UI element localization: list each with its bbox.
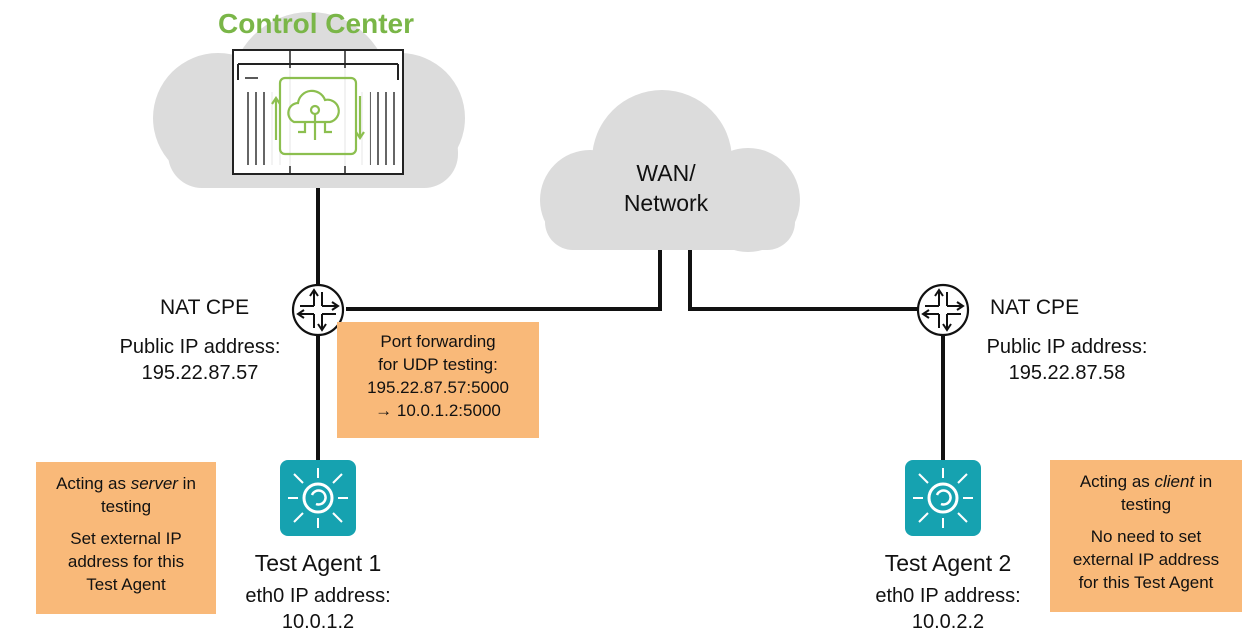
right-cpe-label: NAT CPE [990, 296, 1080, 319]
server-note-prefix: Acting as [56, 474, 131, 493]
right-cpe-ip-value: 195.22.87.58 [1008, 362, 1126, 384]
server-note-line5: Test Agent [86, 575, 166, 594]
client-note-line4: external IP address [1072, 550, 1220, 569]
client-note-line1: Acting as client in [1050, 470, 1242, 493]
client-role-note: Acting as client in testing No need to s… [1050, 460, 1242, 612]
wan-label-line1: WAN/ [636, 160, 696, 186]
client-note-line5: for this Test Agent [1078, 573, 1214, 592]
left-cpe-ip-block: Public IP address: 195.22.87.57 [105, 334, 295, 386]
wan-cloud [540, 90, 800, 252]
connection-lines [316, 170, 945, 460]
client-note-line3: No need to set [1090, 527, 1202, 546]
cloud-control-icon [271, 76, 365, 156]
port-forwarding-line1: Port forwarding [380, 332, 496, 351]
agent2-ip-block: eth0 IP address: 10.0.2.2 [848, 583, 1048, 635]
wan-label: WAN/ Network [596, 158, 736, 218]
server-note-suffix: in [177, 474, 196, 493]
control-center-title: Control Center [218, 8, 414, 39]
port-forwarding-line2: for UDP testing: [378, 355, 498, 374]
left-cpe-ip-label: Public IP address: [119, 336, 281, 358]
test-agent-1-icon [280, 460, 356, 536]
agent1-ip-block: eth0 IP address: 10.0.1.2 [218, 583, 418, 635]
server-role-note: Acting as server in testing Set external… [36, 462, 216, 614]
left-cpe-ip-value: 195.22.87.57 [141, 362, 259, 384]
server-note-role: server [130, 474, 178, 493]
right-router-icon [916, 283, 970, 337]
port-forwarding-line3: 195.22.87.57:5000 [367, 378, 509, 397]
server-note-line2: testing [100, 497, 152, 516]
link-wan-to-right-cpe [688, 248, 918, 311]
agent2-name: Test Agent 2 [884, 550, 1012, 576]
right-cpe-ip-block: Public IP address: 195.22.87.58 [972, 334, 1162, 386]
left-router-icon [291, 283, 345, 337]
client-note-role: client [1154, 472, 1195, 491]
right-cpe-ip-label: Public IP address: [986, 336, 1148, 358]
server-note-line4: address for this [67, 552, 185, 571]
client-note-line2: testing [1120, 495, 1172, 514]
left-cpe-label: NAT CPE [160, 296, 250, 319]
wan-label-line2: Network [623, 190, 709, 216]
agent1-ip-value: 10.0.1.2 [281, 611, 355, 633]
test-agent-2-icon [905, 460, 981, 536]
agent2-ip-label: eth0 IP address: [875, 585, 1021, 607]
port-forwarding-note: Port forwarding for UDP testing: 195.22.… [337, 322, 539, 438]
agent1-ip-label: eth0 IP address: [245, 585, 391, 607]
server-note-line3: Set external IP [70, 529, 182, 548]
agent1-name: Test Agent 1 [254, 550, 382, 576]
port-forwarding-line4: → 10.0.1.2:5000 [375, 401, 501, 420]
agent2-ip-value: 10.0.2.2 [911, 611, 985, 633]
client-note-suffix: in [1194, 472, 1213, 491]
link-left-cpe-to-wan [346, 248, 662, 311]
client-note-prefix: Acting as [1079, 472, 1155, 491]
control-center-server-icon [232, 49, 404, 175]
server-note-line1: Acting as server in [36, 472, 216, 495]
